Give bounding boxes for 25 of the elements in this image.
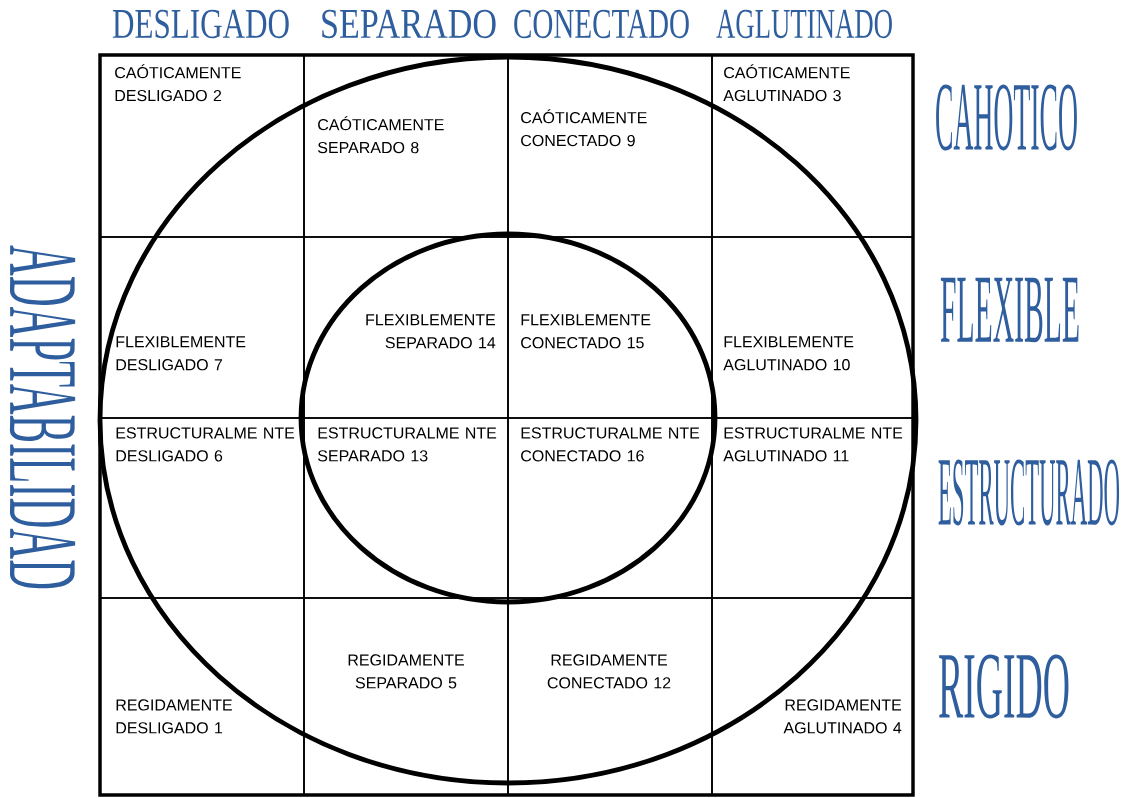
grid-cell: CAÓTICAMENTE SEPARADO 8 — [303, 54, 509, 238]
grid-cell: REGIDAMENTE SEPARADO 5 — [303, 597, 509, 796]
grid-cell: FLEXIBLEMENTE DESLIGADO 7 — [99, 236, 305, 419]
grid-cell: ESTRUCTURALME NTE DESLIGADO 6 — [99, 417, 305, 599]
grid-cell: CAÓTICAMENTE DESLIGADO 2 — [99, 54, 305, 238]
axis-label: AGLUTINADO — [716, 9, 892, 39]
axis-label: CONECTADO — [514, 9, 689, 39]
axis-label: RIGIDO — [939, 654, 1069, 719]
axis-label: FLEXIBLE — [940, 277, 1079, 343]
grid-cell: CAÓTICAMENTE CONECTADO 9 — [507, 54, 713, 238]
grid-cell: REGIDAMENTE DESLIGADO 1 — [99, 597, 305, 796]
grid-cell: REGIDAMENTE AGLUTINADO 4 — [711, 597, 914, 796]
grid-cell: ESTRUCTURALME NTE AGLUTINADO 11 — [711, 417, 914, 599]
axis-label: SEPARADO — [322, 9, 496, 39]
axis-label: ADAPTABILIDAD — [9, 245, 76, 589]
axis-label: ESTRUCTURADO — [938, 459, 1120, 526]
grid-cell: CAÓTICAMENTE AGLUTINADO 3 — [711, 54, 914, 238]
axis-label: CAHOTICO — [936, 84, 1077, 151]
grid-cell: FLEXIBLEMENTE SEPARADO 14 — [303, 236, 509, 419]
grid-cell: ESTRUCTURALME NTE CONECTADO 16 — [507, 417, 713, 599]
grid-cell: ESTRUCTURALME NTE SEPARADO 13 — [303, 417, 509, 599]
grid-cell: FLEXIBLEMENTE CONECTADO 15 — [507, 236, 713, 419]
grid-cell: REGIDAMENTE CONECTADO 12 — [507, 597, 713, 796]
grid-cell: FLEXIBLEMENTE AGLUTINADO 10 — [711, 236, 914, 419]
axis-label: DESLIGADO — [112, 9, 289, 39]
